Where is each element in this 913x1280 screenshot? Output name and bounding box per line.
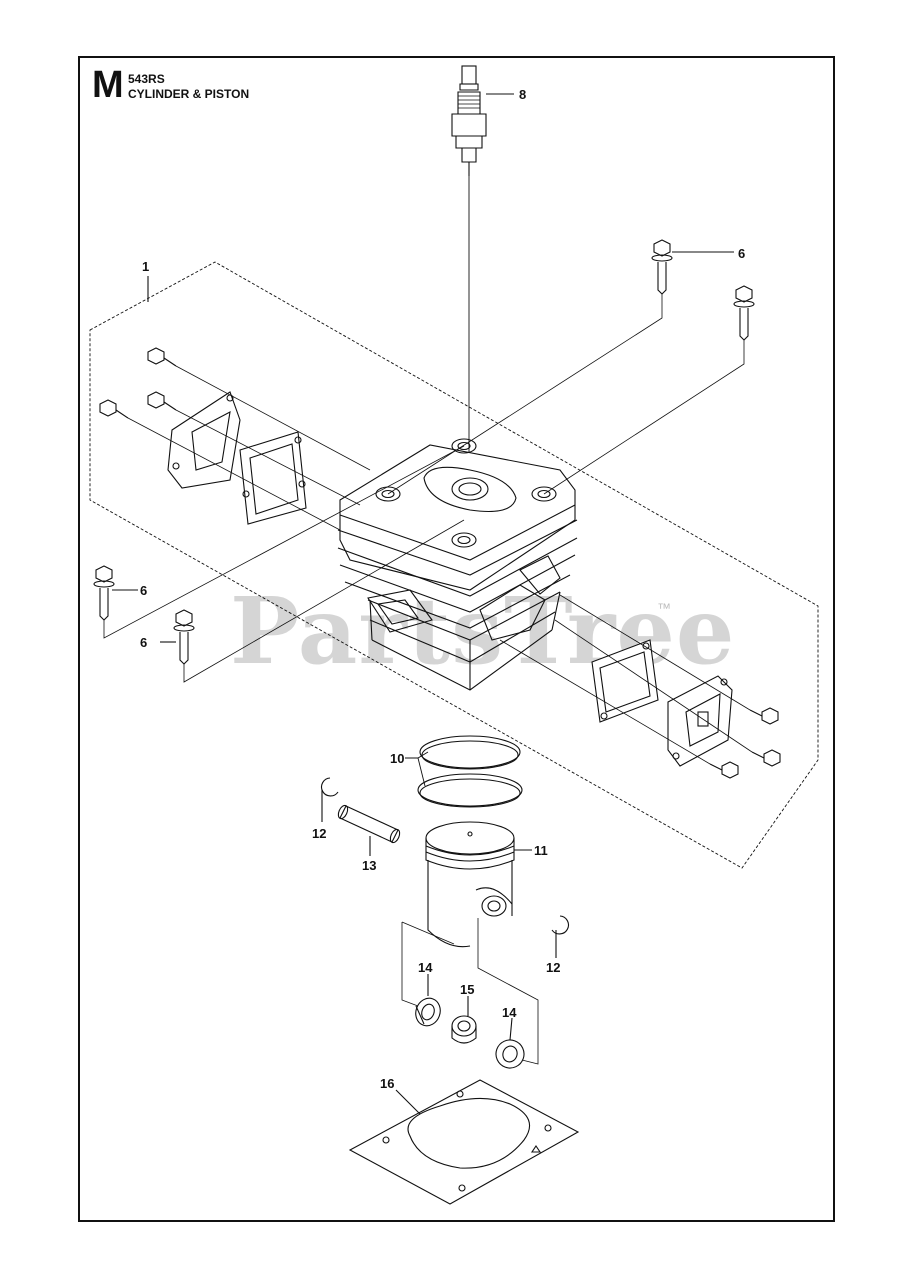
cylinder-bolt xyxy=(733,285,755,341)
cylinder xyxy=(337,438,578,691)
diagram-frame xyxy=(78,56,835,1222)
callout-10: 10 xyxy=(390,751,404,766)
spark-plug xyxy=(451,65,487,176)
exhaust-flange xyxy=(667,675,733,767)
intake-flange xyxy=(167,391,241,489)
piston-pin xyxy=(337,804,401,844)
callout-6: 6 xyxy=(140,635,147,650)
screw xyxy=(749,707,779,725)
cylinder-base-gasket xyxy=(348,1079,580,1205)
kit-boundary xyxy=(89,261,819,869)
callout-14: 14 xyxy=(418,960,433,975)
intake-gasket xyxy=(239,431,307,525)
callout-8: 8 xyxy=(519,87,526,102)
piston-ring xyxy=(417,773,523,808)
callout-15: 15 xyxy=(460,982,474,997)
needle-bearing xyxy=(451,1015,477,1044)
callout-14: 14 xyxy=(502,1005,517,1020)
piston xyxy=(425,821,515,948)
callout-12: 12 xyxy=(312,826,326,841)
screw xyxy=(147,347,177,367)
thrust-washer xyxy=(415,997,441,1027)
model-number: 543RS xyxy=(128,72,165,86)
callout-11: 11 xyxy=(534,843,548,858)
section-letter: M xyxy=(92,64,124,106)
piston-pin-circlip xyxy=(321,777,339,797)
piston-ring xyxy=(419,735,521,770)
piston-pin-circlip xyxy=(551,915,569,935)
exhaust-gasket xyxy=(591,639,659,723)
screw xyxy=(147,391,177,411)
callout-13: 13 xyxy=(362,858,376,873)
callout-6: 6 xyxy=(738,246,745,261)
cylinder-bolt xyxy=(93,565,115,621)
thrust-washer xyxy=(495,1039,525,1069)
cylinder-bolt xyxy=(173,609,195,665)
callout-6: 6 xyxy=(140,583,147,598)
diagram-title: CYLINDER & PISTON xyxy=(128,87,250,101)
screw xyxy=(99,399,129,419)
screw xyxy=(751,749,781,767)
callout-1: 1 xyxy=(142,259,149,274)
screw xyxy=(709,761,739,779)
trademark-symbol: ™ xyxy=(657,600,671,616)
callout-16: 16 xyxy=(380,1076,394,1091)
callout-12: 12 xyxy=(546,960,560,975)
cylinder-bolt xyxy=(651,239,673,295)
